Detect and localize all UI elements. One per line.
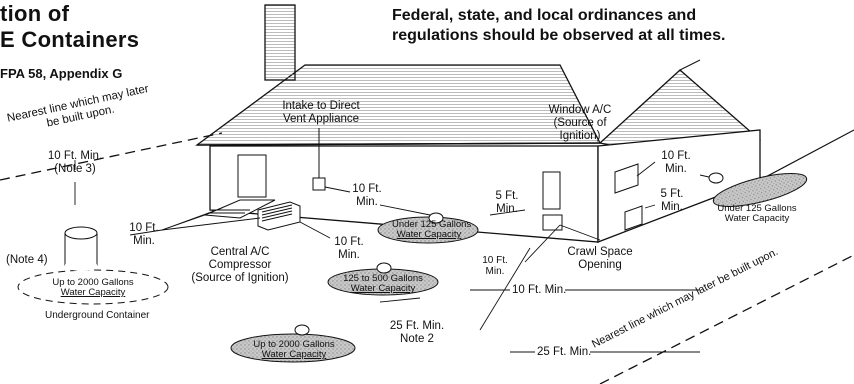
tank-2000: Up to 2000 Gallons Water Capacity [248, 340, 340, 360]
crawl-space-text-1: Crawl Space [560, 246, 640, 259]
intake-text-1: Intake to Direct [276, 100, 366, 113]
ten-ft-min-line-label: 10 Ft. Min. [512, 284, 566, 297]
ten-ft-note3-text-1: 10 Ft. Min. [40, 150, 110, 163]
ten-ft-intake-text-2: Min. [347, 196, 387, 209]
window-ac-text-1: Window A/C [545, 104, 615, 117]
tank-125-500-text-2: Water Capacity [340, 284, 426, 294]
title-line-1: tion of [0, 2, 69, 25]
intake-box [313, 178, 325, 190]
note-4-label: (Note 4) [6, 254, 48, 267]
ten-ft-note3-label: 10 Ft. Min. (Note 3) [40, 150, 110, 176]
window-ac-text-2: (Source of [545, 117, 615, 130]
ten-ft-crawl-text-1: 10 Ft. [478, 255, 512, 266]
intake-text-2: Vent Appliance [276, 113, 366, 126]
tank-under125-front-text-2: Water Capacity [392, 230, 466, 240]
notice-line-2: regulations should be observed at all ti… [392, 26, 725, 46]
twenty-five-ft-text-2: Note 2 [382, 333, 452, 346]
tank-underground: Up to 2000 Gallons Water Capacity [43, 278, 143, 298]
twenty-five-ft-label: 25 Ft. Min. Note 2 [382, 320, 452, 346]
five-ft-front-text-1: 5 Ft. [489, 190, 525, 203]
crawl-space-label: Crawl Space Opening [560, 246, 640, 272]
chimney [265, 5, 295, 80]
central-ac-text-1: Central A/C [180, 246, 300, 259]
window-ac-text-3: Ignition) [545, 130, 615, 143]
five-ft-side-label: 5 Ft. Min. [655, 188, 689, 214]
property-line-top [0, 133, 222, 180]
main-roof [197, 65, 600, 145]
central-ac-text-3: (Source of Ignition) [180, 272, 300, 285]
ten-ft-crawl-text-2: Min. [478, 266, 512, 277]
central-ac-text-2: Compressor [180, 259, 300, 272]
ten-ft-compressor-text-1: 10 Ft. [331, 236, 367, 249]
front-window [543, 172, 560, 209]
twenty-five-ft-text-1: 25 Ft. Min. [382, 320, 452, 333]
tank-2000-text-2: Water Capacity [248, 350, 340, 360]
ten-ft-intake-text-1: 10 Ft. [347, 183, 387, 196]
crawl-space-vent [543, 215, 562, 230]
front-door [238, 155, 266, 197]
tank-underground-text-2: Water Capacity [43, 288, 143, 298]
ten-ft-compressor-text-2: Min. [331, 249, 367, 262]
notice-line-1: Federal, state, and local ordinances and [392, 6, 696, 26]
five-ft-front-text-2: Min. [489, 203, 525, 216]
crawl-space-text-2: Opening [560, 259, 640, 272]
ten-ft-window-label: 10 Ft. Min. [655, 150, 697, 176]
ten-ft-note3-text-2: (Note 3) [40, 163, 110, 176]
title-line-2: E Containers [0, 28, 139, 51]
intake-label: Intake to Direct Vent Appliance [276, 100, 366, 126]
ten-ft-crawl-label: 10 Ft. Min. [478, 255, 512, 277]
window-ac-label: Window A/C (Source of Ignition) [545, 104, 615, 143]
underground-label: Underground Container [45, 310, 145, 321]
ten-ft-intake-label: 10 Ft. Min. [347, 183, 387, 209]
tank-125-500: 125 to 500 Gallons Water Capacity [340, 274, 426, 294]
five-ft-front-label: 5 Ft. Min. [489, 190, 525, 216]
tank-under125-side-text-2: Water Capacity [712, 214, 802, 224]
ten-ft-left-label: 10 Ft. Min. [124, 222, 164, 248]
ten-ft-compressor-label: 10 Ft. Min. [331, 236, 367, 262]
five-ft-side-text-1: 5 Ft. [655, 188, 689, 201]
central-ac-label: Central A/C Compressor (Source of Igniti… [180, 246, 300, 285]
ten-ft-left-text-1: 10 Ft. [124, 222, 164, 235]
tank-under125-side: Under 125 Gallons Water Capacity [712, 204, 802, 224]
five-ft-side-text-2: Min. [655, 201, 689, 214]
ten-ft-window-text-2: Min. [655, 163, 697, 176]
ten-ft-left-text-2: Min. [124, 235, 164, 248]
source-reference: FPA 58, Appendix G [0, 66, 122, 81]
tank-under125-front: Under 125 Gallons Water Capacity [392, 220, 466, 240]
twenty-five-ft-line-label: 25 Ft. Min. [537, 346, 591, 359]
ten-ft-window-text-1: 10 Ft. [655, 150, 697, 163]
